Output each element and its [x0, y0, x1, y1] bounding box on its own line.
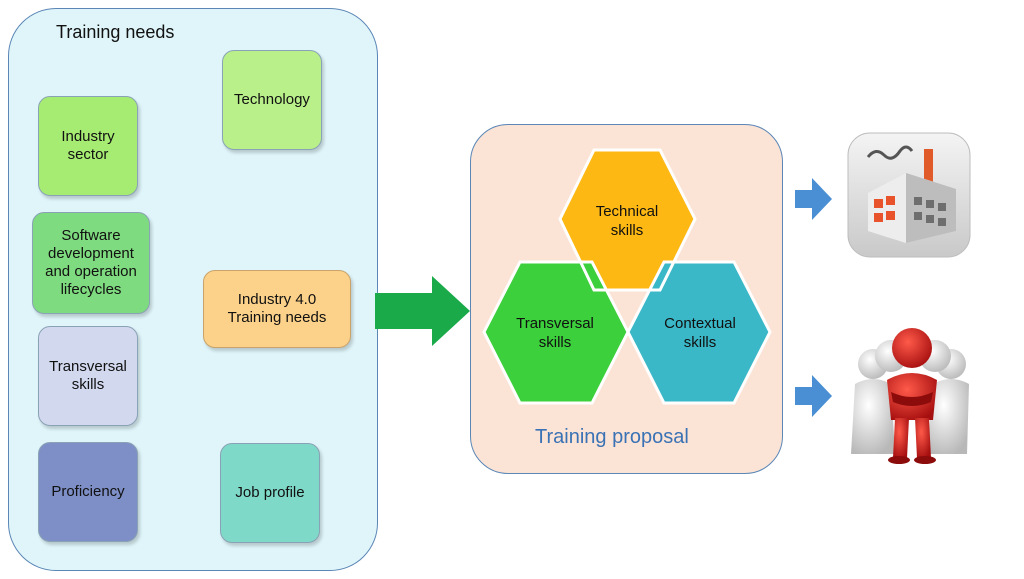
big-arrow-icon	[375, 276, 470, 346]
transversal-skills-hexagon	[484, 262, 628, 403]
industry-40-center-label: Industry 4.0 Training needs	[227, 291, 327, 326]
factory-icon	[847, 132, 971, 258]
proficiency-label: Proficiency	[51, 483, 125, 500]
job-profile-label: Job profile	[235, 484, 305, 501]
technology-label: Technology	[234, 91, 310, 108]
proficiency-box: Proficiency	[38, 442, 138, 542]
job-profile-box: Job profile	[220, 443, 320, 543]
contextual-skills-hexagon	[628, 262, 770, 403]
training-needs-title: Training needs	[56, 22, 175, 42]
transversal-box: Transversal skills	[38, 326, 138, 426]
technical-skills-hexagon	[560, 150, 695, 290]
technology-box: Technology	[222, 50, 322, 150]
industry-sector-box: Industry sector	[38, 96, 138, 196]
contextual-skills-label: Contextual skills	[664, 315, 736, 351]
transversal-skills-label: Transversal skills	[516, 315, 594, 351]
software-dev-label: Software development and operation lifec…	[45, 227, 137, 298]
industry-sector-label: Industry sector	[61, 128, 115, 163]
transversal-label: Transversal skills	[49, 358, 127, 393]
people-leader-icon	[851, 328, 969, 464]
arrow-to-factory-icon	[795, 178, 832, 220]
arrow-to-people-icon	[795, 375, 832, 417]
industry-40-center-box: Industry 4.0 Training needs	[203, 270, 351, 348]
technical-skills-label: Technical skills	[595, 203, 659, 239]
software-dev-box: Software development and operation lifec…	[32, 212, 150, 314]
training-proposal-title: Training proposal	[535, 426, 689, 448]
